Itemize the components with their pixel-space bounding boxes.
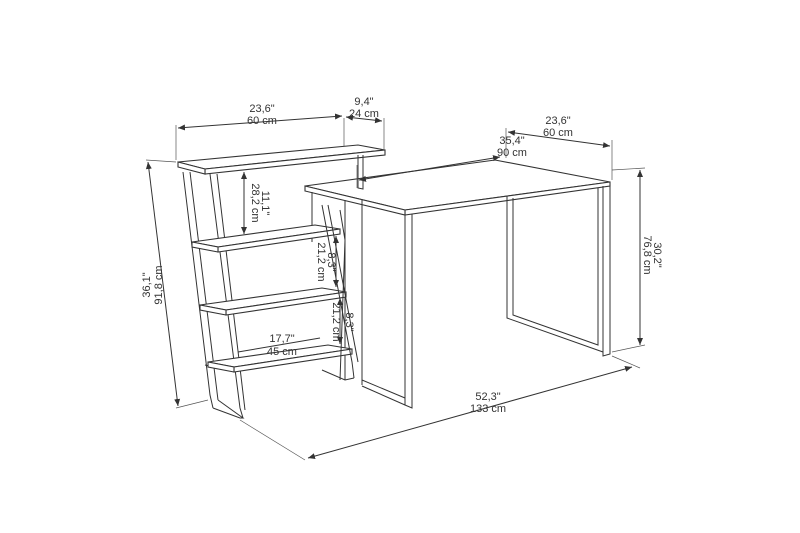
desk — [304, 159, 611, 409]
label-desk-width-inch: 35,4" — [499, 135, 524, 147]
dim-shelf-top-width-line — [177, 113, 343, 131]
label-shelf-offset-cm: 24 cm — [349, 108, 379, 120]
label-shelf-gap-low-inch: 8,3" — [343, 312, 355, 331]
shelf-board-1-side — [191, 241, 219, 253]
shelf-board-2-side — [199, 304, 227, 316]
desk-right-leg-inner — [512, 188, 599, 346]
label-total-height-cm: 91,8 cm — [153, 265, 165, 304]
label-desk-depth-inch: 23,6" — [545, 115, 570, 127]
label-shelf-depth-inch: 17,7" — [269, 333, 294, 345]
label-desk-depth-cm: 60 cm — [543, 127, 573, 139]
label-shelf-gap-mid-cm: 21,2 cm — [315, 242, 327, 281]
label-desk-width-cm: 90 cm — [497, 147, 527, 159]
dim-desk-depth-line — [507, 129, 611, 149]
desk-right-leg-outer — [506, 186, 604, 353]
label-shelf-gap-top-cm: 28,2 cm — [249, 183, 261, 222]
dimension-lines — [145, 113, 646, 461]
label-shelf-depth-cm: 45 cm — [267, 346, 297, 358]
label-shelf-gap-mid-inch: 8,3" — [325, 252, 337, 271]
shelf-unit — [177, 144, 386, 419]
label-total-width-inch: 52,3" — [475, 391, 500, 403]
label-total-height-inch: 36,1" — [141, 272, 153, 297]
ladder-foot — [212, 399, 245, 419]
dim-total-height-line — [145, 161, 181, 407]
label-shelf-top-width-inch: 23,6" — [249, 103, 274, 115]
label-desk-height-inch: 30,2" — [651, 242, 663, 267]
dimension-labels: 23,6" 60 cm 9,4" 24 cm 23,6" 60 cm 35,4"… — [141, 96, 663, 415]
desk-right-leg-side — [602, 186, 611, 357]
dim-desk-width-line — [358, 155, 501, 182]
dim-shelf-depth-line — [237, 337, 321, 353]
label-shelf-offset-inch: 9,4" — [354, 96, 373, 108]
dim-shelf-offset-line — [345, 114, 383, 124]
label-shelf-gap-top-inch: 11,1" — [259, 191, 271, 216]
label-total-width-cm: 133 cm — [470, 403, 506, 415]
label-shelf-top-width-cm: 60 cm — [247, 115, 277, 127]
label-shelf-gap-low-cm: 21,2 cm — [330, 302, 342, 341]
dim-total-width-line — [307, 366, 633, 459]
label-desk-height-cm: 76,8 cm — [641, 235, 653, 274]
right-ladder-rail-c — [339, 209, 346, 241]
shelf-board-3-side — [207, 361, 235, 373]
